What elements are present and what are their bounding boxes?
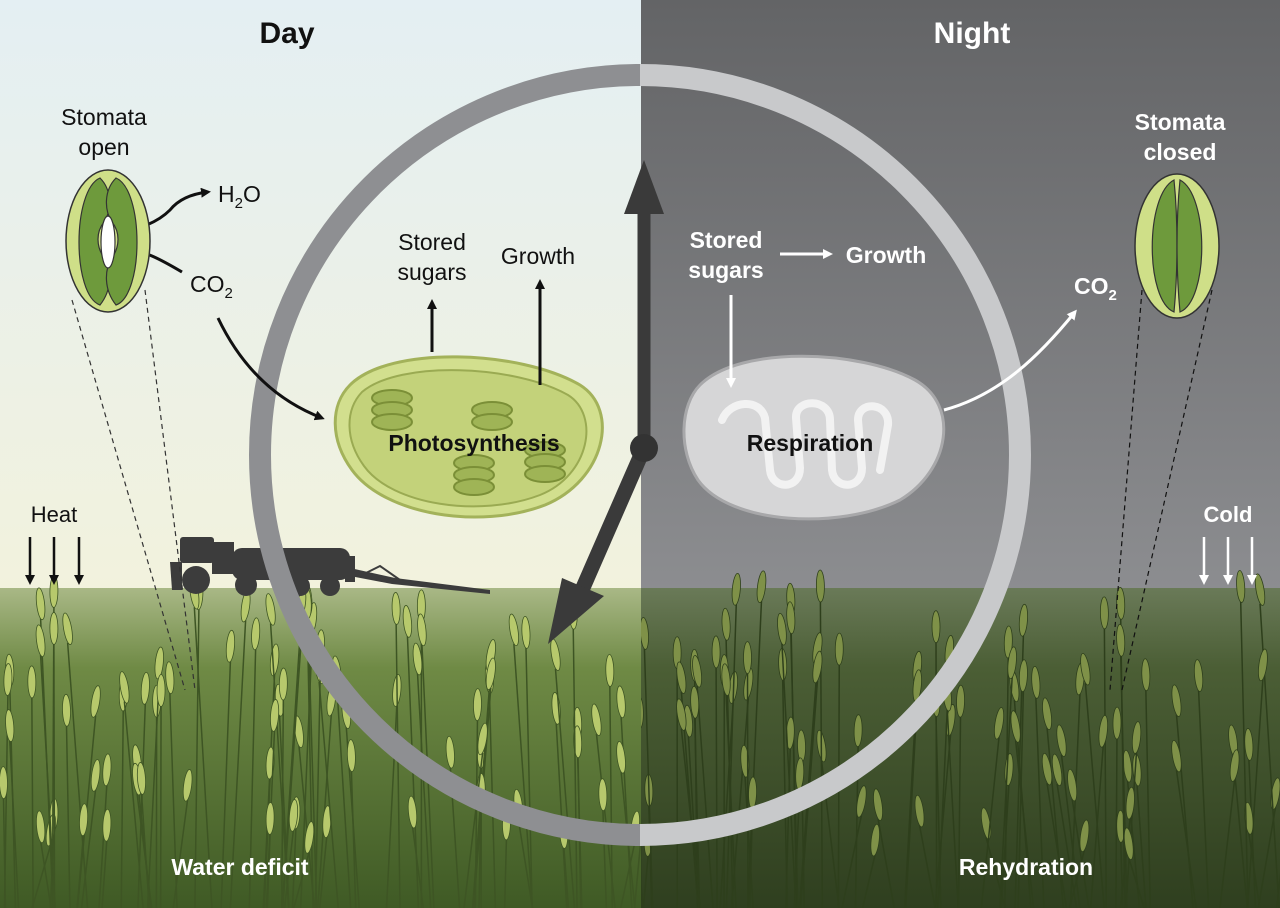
- co2-out-arrow: [943, 309, 1077, 412]
- growth-night-label: Growth: [846, 242, 927, 268]
- heat-label: Heat: [31, 502, 77, 527]
- stomata-open-label-line1: Stomata: [61, 104, 147, 130]
- stomata-zoom-lines-day: [71, 289, 196, 691]
- stomata-closed-icon: [1134, 173, 1220, 319]
- co2-day-label: CO2: [190, 271, 233, 302]
- stomata-open-label-line2: open: [78, 134, 129, 160]
- heat-arrows: [25, 537, 84, 585]
- water-deficit-label: Water deficit: [171, 854, 309, 880]
- stomata-open-icon: [65, 169, 151, 313]
- clock-ring-night: [639, 64, 1031, 846]
- wheat-stalks-day: [0, 575, 641, 908]
- cold-arrows: [1199, 537, 1257, 585]
- rehydration-label: Rehydration: [959, 854, 1093, 880]
- h2o-label: H2O: [218, 181, 261, 212]
- stored-sugars-night-line1: Stored: [690, 227, 763, 253]
- cold-label: Cold: [1204, 502, 1253, 527]
- wheat-stalks-night: [641, 569, 1280, 908]
- growth-day-label: Growth: [501, 243, 575, 269]
- tractor-sprayer-icon: [170, 537, 490, 596]
- photosynthesis-label: Photosynthesis: [388, 430, 559, 456]
- stomata-closed-label-line1: Stomata: [1135, 109, 1226, 135]
- stored-sugars-night-line2: sugars: [688, 257, 763, 283]
- mitochondrion-icon: [682, 354, 946, 521]
- night-title: Night: [934, 17, 1011, 50]
- clock-ring-day: [249, 64, 641, 846]
- stomata-closed-label-line2: closed: [1144, 139, 1217, 165]
- respiration-label: Respiration: [747, 430, 874, 456]
- co2-night-label: CO2: [1074, 273, 1117, 304]
- stomata-zoom-lines-night: [1109, 289, 1213, 691]
- clock-hands: [548, 160, 664, 644]
- stored-sugars-day-line2: sugars: [397, 259, 466, 285]
- day-title: Day: [259, 17, 314, 50]
- co2-in-arrow: [216, 317, 325, 421]
- stored-sugars-day-line1: Stored: [398, 229, 466, 255]
- chloroplast-icon: [333, 355, 604, 519]
